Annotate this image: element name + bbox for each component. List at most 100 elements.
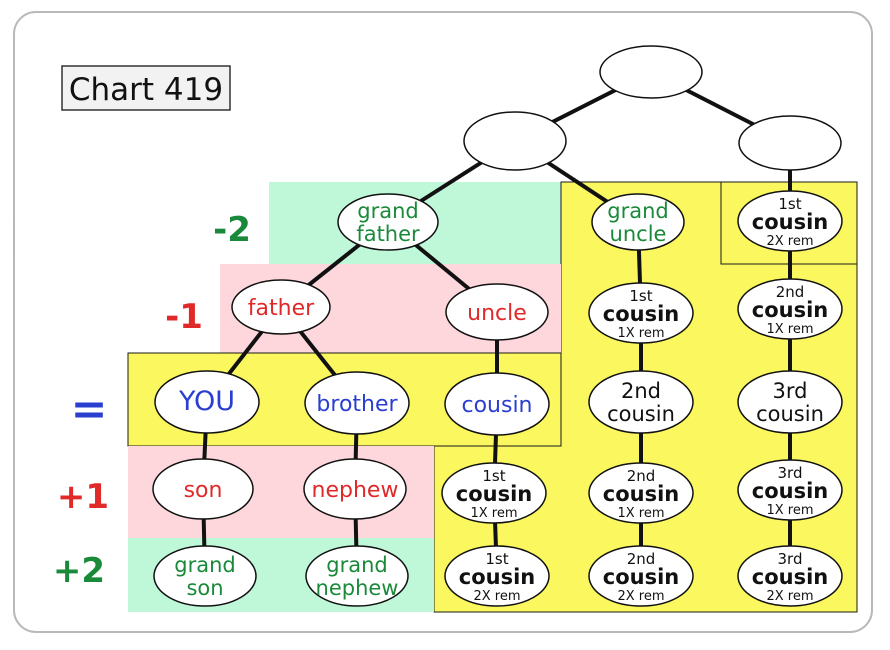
node-removed: 2X rem: [617, 589, 664, 604]
node-label: nephew: [312, 478, 399, 503]
node-label: cousin: [461, 393, 532, 418]
node-degree: 1st: [482, 467, 505, 485]
generation-label-plus1: +1: [57, 477, 109, 517]
generation-label-plus2: +2: [53, 551, 105, 591]
node-ellipse: [305, 545, 409, 607]
node-degree: 2nd: [627, 550, 656, 568]
chart-title-box: [61, 65, 231, 111]
node-ellipse: [588, 545, 694, 607]
node-removed: 1X rem: [617, 326, 664, 341]
node-label: cousin: [752, 210, 828, 234]
node-label-line1: grand: [607, 199, 668, 223]
node-ellipse: [737, 370, 843, 434]
node-ellipse: [303, 458, 407, 520]
node-father: father: [231, 279, 331, 335]
generation-label-minus2: -2: [213, 210, 251, 250]
node-label: cousin: [459, 565, 535, 589]
node-label-line2: cousin: [756, 402, 824, 426]
node-degree: 3rd: [778, 464, 803, 482]
node-label-line1: 3rd: [773, 379, 808, 403]
node-son: son: [152, 458, 254, 520]
node-ellipse: [737, 278, 843, 340]
node-label: cousin: [752, 479, 828, 503]
node-you: YOU: [154, 370, 260, 434]
node-degree: 3rd: [778, 550, 803, 568]
node-ellipse: [304, 371, 410, 435]
node-ellipse: [441, 462, 547, 524]
node-label: cousin: [752, 565, 828, 589]
node-label-line1: 2nd: [621, 379, 661, 403]
node-removed: 1X rem: [470, 506, 517, 521]
node-ellipse: [737, 459, 843, 521]
node-nephew: nephew: [303, 458, 407, 520]
node-removed: 1X rem: [617, 506, 664, 521]
node-removed: 2X rem: [473, 589, 520, 604]
node-label: father: [248, 296, 315, 321]
node-label-line2: nephew: [316, 576, 399, 600]
node-ellipse: [588, 370, 694, 434]
node-ellipse: [444, 372, 550, 436]
chart-title: Chart 419: [69, 72, 223, 108]
node-degree: 2nd: [627, 467, 656, 485]
node-ellipse: [153, 545, 257, 607]
node-ellipse: [738, 115, 842, 171]
node-left-ancestor: [463, 111, 567, 171]
node-removed: 2X rem: [766, 589, 813, 604]
node-label: cousin: [603, 302, 679, 326]
node-ellipse: [591, 193, 685, 251]
node-ellipse: [599, 45, 703, 99]
node-removed: 1X rem: [766, 503, 813, 518]
node-ellipse: [588, 462, 694, 524]
node-label: cousin: [456, 482, 532, 506]
node-removed: 2X rem: [766, 234, 813, 249]
node-right-ancestor: [738, 115, 842, 171]
node-ellipse: [152, 458, 254, 520]
node-label: cousin: [752, 298, 828, 322]
node-label: cousin: [603, 565, 679, 589]
node-label-line1: grand: [174, 553, 235, 577]
node-label-line1: grand: [357, 199, 418, 223]
node-label: uncle: [467, 301, 527, 326]
node-label: YOU: [178, 386, 235, 417]
node-ellipse: [737, 545, 843, 607]
node-ellipse: [154, 370, 260, 434]
node-label: son: [184, 478, 223, 503]
node-label-line2: cousin: [607, 402, 675, 426]
node-label-line2: son: [186, 576, 223, 600]
node-ellipse: [737, 190, 843, 252]
node-ellipse: [444, 545, 550, 607]
node-label-line2: father: [356, 222, 420, 246]
node-cousin: cousin: [444, 372, 550, 436]
node-degree: 1st: [629, 287, 652, 305]
node-ellipse: [463, 111, 567, 171]
generation-label-minus1: -1: [165, 297, 203, 337]
node-degree: 1st: [778, 195, 801, 213]
generation-label-zero: =: [71, 384, 108, 435]
node-degree: 2nd: [776, 283, 805, 301]
node-label: cousin: [603, 482, 679, 506]
node-ellipse: [231, 279, 331, 335]
node-label: brother: [316, 392, 398, 417]
node-label-line2: uncle: [610, 222, 667, 246]
node-brother: brother: [304, 371, 410, 435]
node-top: [599, 45, 703, 99]
node-ellipse: [445, 283, 549, 341]
